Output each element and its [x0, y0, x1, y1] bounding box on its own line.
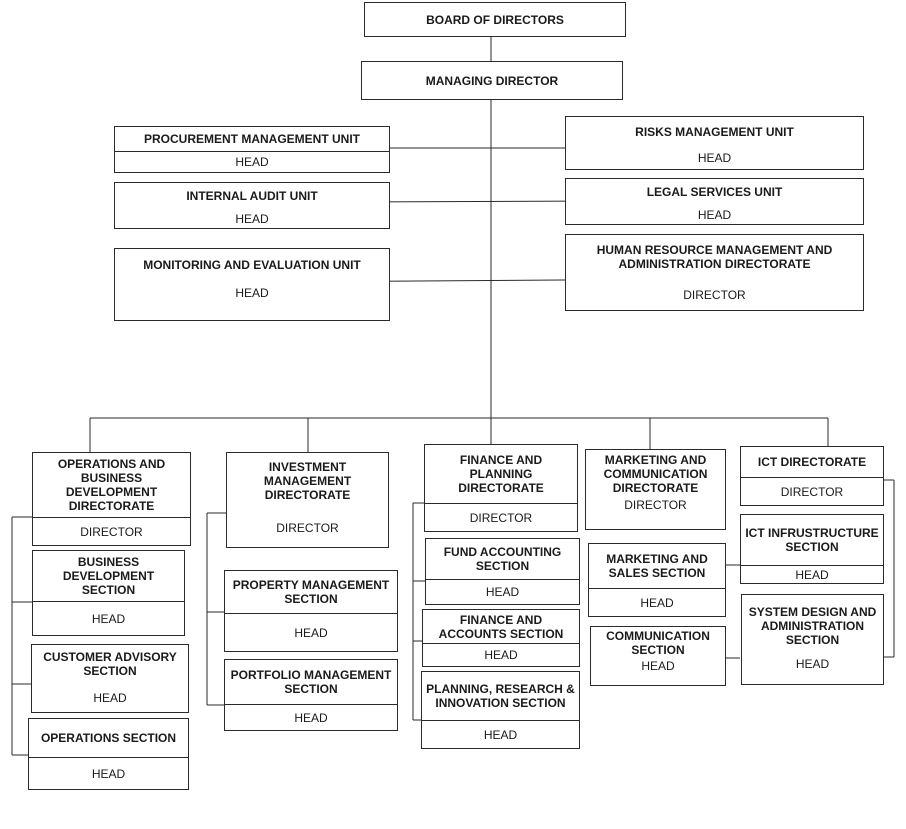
- system-design-section-box: SYSTEM DESIGN AND ADMINISTRATION SECTION…: [741, 594, 884, 685]
- section-title: COMMUNICATION SECTION: [606, 629, 710, 657]
- unit-role: DIRECTOR: [683, 287, 746, 302]
- section-role: HEAD: [33, 601, 184, 635]
- section-role: HEAD: [589, 588, 725, 616]
- operations-section-box: OPERATIONS SECTION HEAD: [28, 718, 189, 790]
- directorate-role: DIRECTOR: [276, 520, 339, 535]
- unit-title: INTERNAL AUDIT UNIT: [186, 189, 318, 203]
- section-title: MARKETING AND SALES SECTION: [606, 552, 708, 580]
- planning-research-section-box: PLANNING, RESEARCH & INNOVATION SECTION …: [421, 671, 580, 749]
- section-title: SYSTEM DESIGN AND ADMINISTRATION SECTION: [748, 605, 877, 647]
- risks-unit-box: RISKS MANAGEMENT UNIT HEAD: [565, 116, 864, 170]
- section-role: HEAD: [426, 579, 579, 604]
- section-title: BUSINESS DEVELOPMENT SECTION: [62, 555, 155, 597]
- unit-role: HEAD: [697, 207, 732, 222]
- marketing-directorate-box: MARKETING AND COMMUNICATION DIRECTORATE …: [585, 449, 726, 530]
- section-role: HEAD: [225, 704, 397, 730]
- section-role: HEAD: [795, 657, 830, 671]
- investment-directorate-box: INVESTMENT MANAGEMENT DIRECTORATE DIRECT…: [226, 452, 389, 548]
- section-title: ICT INFRUSTRUCTURE SECTION: [745, 526, 879, 554]
- unit-title: PROCUREMENT MANAGEMENT UNIT: [144, 132, 360, 146]
- section-role: HEAD: [741, 565, 883, 583]
- communication-section-box: COMMUNICATION SECTION HEAD: [590, 626, 726, 686]
- procurement-unit-box: PROCUREMENT MANAGEMENT UNIT HEAD: [114, 126, 390, 173]
- section-title: CUSTOMER ADVISORY SECTION: [43, 650, 177, 678]
- directorate-role: DIRECTOR: [741, 477, 883, 505]
- ict-directorate-box: ICT DIRECTORATE DIRECTOR: [740, 446, 884, 506]
- property-management-section-box: PROPERTY MANAGEMENT SECTION HEAD: [224, 570, 398, 652]
- ict-infrastructure-section-box: ICT INFRUSTRUCTURE SECTION HEAD: [740, 514, 884, 584]
- unit-role: HEAD: [235, 286, 269, 300]
- finance-directorate-box: FINANCE AND PLANNING DIRECTORATE DIRECTO…: [424, 444, 578, 532]
- board-of-directors-box: BOARD OF DIRECTORS: [364, 2, 626, 37]
- board-title: BOARD OF DIRECTORS: [426, 12, 564, 27]
- operations-directorate-box: OPERATIONS AND BUSINESS DEVELOPMENT DIRE…: [32, 452, 191, 546]
- monitoring-evaluation-unit-box: MONITORING AND EVALUATION UNIT HEAD: [114, 248, 390, 321]
- section-title: PLANNING, RESEARCH & INNOVATION SECTION: [426, 682, 575, 710]
- internal-audit-unit-box: INTERNAL AUDIT UNIT HEAD: [114, 182, 390, 229]
- directorate-title: OPERATIONS AND BUSINESS DEVELOPMENT DIRE…: [57, 457, 166, 513]
- directorate-title: MARKETING AND COMMUNICATION DIRECTORATE: [603, 453, 708, 495]
- unit-role: HEAD: [697, 151, 732, 165]
- section-role: HEAD: [423, 643, 579, 666]
- directorate-title: FINANCE AND PLANNING DIRECTORATE: [458, 453, 544, 495]
- directorate-role: DIRECTOR: [624, 498, 687, 512]
- customer-advisory-section-box: CUSTOMER ADVISORY SECTION HEAD: [31, 644, 189, 713]
- section-role: HEAD: [641, 659, 675, 673]
- unit-title: LEGAL SERVICES UNIT: [646, 185, 783, 199]
- unit-title: HUMAN RESOURCE MANAGEMENT AND ADMINISTRA…: [596, 243, 833, 271]
- unit-role: HEAD: [115, 151, 389, 172]
- section-title: OPERATIONS SECTION: [40, 731, 177, 745]
- directorate-title: INVESTMENT MANAGEMENT DIRECTORATE: [263, 459, 352, 502]
- section-title: FUND ACCOUNTING SECTION: [443, 545, 562, 573]
- directorate-title: ICT DIRECTORATE: [757, 455, 867, 469]
- section-title: PROPERTY MANAGEMENT SECTION: [232, 578, 390, 606]
- legal-services-unit-box: LEGAL SERVICES UNIT HEAD: [565, 178, 864, 225]
- unit-role: HEAD: [235, 211, 269, 226]
- hr-admin-directorate-box: HUMAN RESOURCE MANAGEMENT AND ADMINISTRA…: [565, 234, 864, 311]
- section-role: HEAD: [29, 757, 188, 789]
- directorate-role: DIRECTOR: [425, 503, 577, 531]
- section-role: HEAD: [93, 690, 127, 705]
- section-role: HEAD: [225, 613, 397, 651]
- marketing-sales-section-box: MARKETING AND SALES SECTION HEAD: [588, 543, 726, 617]
- unit-title: RISKS MANAGEMENT UNIT: [635, 125, 794, 139]
- managing-director-box: MANAGING DIRECTOR: [361, 61, 623, 100]
- section-role: HEAD: [422, 720, 579, 748]
- finance-accounts-section-box: FINANCE AND ACCOUNTS SECTION HEAD: [422, 609, 580, 667]
- business-development-section-box: BUSINESS DEVELOPMENT SECTION HEAD: [32, 550, 185, 636]
- directorate-role: DIRECTOR: [33, 517, 190, 545]
- unit-title: MONITORING AND EVALUATION UNIT: [143, 258, 361, 272]
- section-title: PORTFOLIO MANAGEMENT SECTION: [230, 668, 392, 696]
- fund-accounting-section-box: FUND ACCOUNTING SECTION HEAD: [425, 538, 580, 605]
- portfolio-management-section-box: PORTFOLIO MANAGEMENT SECTION HEAD: [224, 659, 398, 731]
- section-title: FINANCE AND ACCOUNTS SECTION: [438, 612, 564, 641]
- managing-director-title: MANAGING DIRECTOR: [425, 73, 559, 88]
